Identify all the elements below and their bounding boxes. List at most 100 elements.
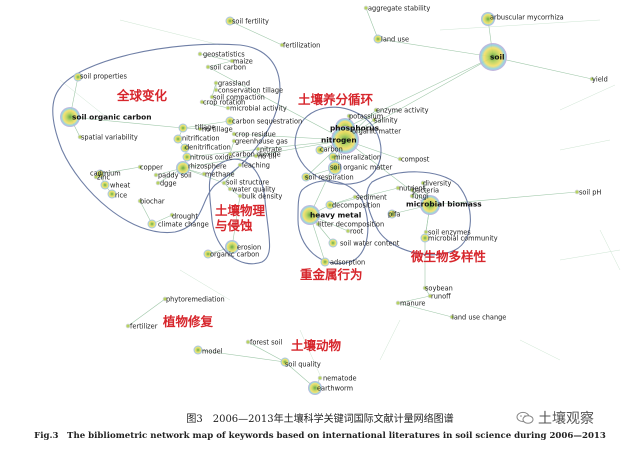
node-climate-change <box>147 219 157 229</box>
label-arbuscular-mycorrhiza: arbuscular mycorrhiza <box>490 13 564 21</box>
node-crop-residue <box>231 131 237 137</box>
node-soil-organic-matter <box>328 161 342 175</box>
label-phosphorus: phosphorus <box>330 123 380 132</box>
label-carbon: carbon <box>320 145 343 153</box>
link-tillage-carbon_sequestration <box>182 120 231 129</box>
label-soil-organic-matter: soil organic matter <box>330 163 393 171</box>
node-fungi <box>409 193 415 199</box>
node-soil-structure <box>221 180 227 186</box>
label-no-tillage: no tillage <box>202 125 233 133</box>
link-greenhouse_gas-carbon_dioxide <box>229 140 235 155</box>
outline-physics-erosion <box>208 158 271 265</box>
node-fertilizer <box>125 323 131 329</box>
node-nitrate <box>255 146 261 152</box>
label-soil-quality: soil quality <box>285 360 321 368</box>
link-geostatistics-maize <box>199 53 233 62</box>
node-geostatistics <box>197 51 203 57</box>
label-fungi: fungi <box>412 192 429 200</box>
node-manure <box>395 300 401 306</box>
outline-nutrient-cycling <box>294 106 382 185</box>
link-cadmium-copper <box>99 166 141 175</box>
label-rhizosphere: rhizosphere <box>188 162 227 170</box>
node-compost <box>397 156 403 162</box>
label-drought: drought <box>172 212 198 220</box>
label-mineralization: mineralization <box>334 153 381 161</box>
node-soil-fertility <box>225 16 235 26</box>
label-soil-compaction: soil compaction <box>213 93 265 101</box>
label-rice: rice <box>115 191 127 199</box>
label-plfa: plfa <box>388 210 400 218</box>
node-soil-quality <box>280 357 290 367</box>
label-root: root <box>350 227 364 235</box>
node-drought <box>169 212 175 218</box>
label-paddy-soil: paddy soil <box>158 171 192 179</box>
label-nitrogen: nitrogen <box>321 135 357 144</box>
node-fertilization <box>279 42 285 48</box>
label-soil-respiration: soil respiration <box>305 173 354 181</box>
label-decomposition: decomposition <box>332 201 380 209</box>
node-nitrification <box>173 134 183 144</box>
label-bulk-density: bulk density <box>242 192 282 200</box>
node-bacteria <box>409 187 415 193</box>
label-nematode: nematode <box>323 374 357 382</box>
link-manure-land_use_change <box>397 302 453 318</box>
link-land_use-aggregate_stability <box>365 7 379 40</box>
label-soil-carbon: soil carbon <box>210 63 246 71</box>
node-copper <box>137 164 143 170</box>
link-nitrogen-microbial_biomass <box>344 139 431 206</box>
label-grassland: grassland <box>218 79 250 87</box>
node-yield <box>589 76 595 82</box>
label-cadmium: cadmium <box>90 169 121 177</box>
node-nutrient <box>395 185 401 191</box>
label-maize: maize <box>233 57 253 65</box>
node-aggregate-stability <box>363 5 369 11</box>
link-soil_fertility-fertilization <box>229 20 283 46</box>
node-soil-enzymes <box>423 229 429 235</box>
outline-global-change <box>52 43 281 234</box>
cluster-label-heavy-metal: 重金属行为 <box>300 267 363 282</box>
link-decomposition-nutrient <box>329 187 399 206</box>
label-compost: compost <box>401 155 430 163</box>
label-soil-water-content: soil water content <box>340 239 400 247</box>
node-decomposition <box>325 200 335 210</box>
node-tillage <box>178 123 188 133</box>
node-nitrous-oxide <box>182 152 192 162</box>
node-nematode <box>317 375 323 381</box>
label-heavy-metal: heavy metal <box>310 210 361 219</box>
node-soil-water-content <box>328 238 338 248</box>
label-potassium: potassium <box>349 112 383 120</box>
node-sediment <box>352 194 358 200</box>
label-salinity: salinity <box>374 116 398 124</box>
label-soil-enzymes: soil enzymes <box>428 228 471 236</box>
label-microbial-biomass: microbial biomass <box>406 199 482 208</box>
label-model: model <box>202 347 223 355</box>
node-litter-decomposition <box>315 221 321 227</box>
background-edges <box>59 19 621 376</box>
node-soil <box>479 43 507 71</box>
node-land-use <box>373 34 383 44</box>
node-plfa <box>387 209 397 219</box>
link-soil-land_use <box>377 38 494 58</box>
node-soil-compaction <box>209 94 215 100</box>
node-carbon-sequestration <box>225 116 235 126</box>
label-sediment: sediment <box>356 193 387 201</box>
link-phytoremediation-fertilizer <box>127 298 166 327</box>
cluster-label-fauna: 土壤动物 <box>291 338 342 353</box>
node-nitrogen <box>331 126 359 154</box>
node-land-use-change <box>449 314 455 320</box>
label-zinc: zinc <box>97 173 110 181</box>
node-forest-soil <box>245 339 251 345</box>
keyword-nodes <box>60 5 595 395</box>
node-zinc <box>93 174 99 180</box>
node-wheat <box>100 180 110 190</box>
node-biochar <box>137 198 143 204</box>
node-model <box>193 345 203 355</box>
label-geostatistics: geostatistics <box>203 50 245 58</box>
figure-caption-chinese: 图3 2006—2013年土壤科学关键词国际文献计量网络图谱 <box>186 414 454 425</box>
node-bulk-density <box>237 193 243 199</box>
label-soil-ph: soil pH <box>579 188 601 196</box>
label-adsorption: adsorption <box>330 258 365 266</box>
link-nitrogen-rhizosphere <box>182 139 346 169</box>
node-water-quality <box>227 186 233 192</box>
